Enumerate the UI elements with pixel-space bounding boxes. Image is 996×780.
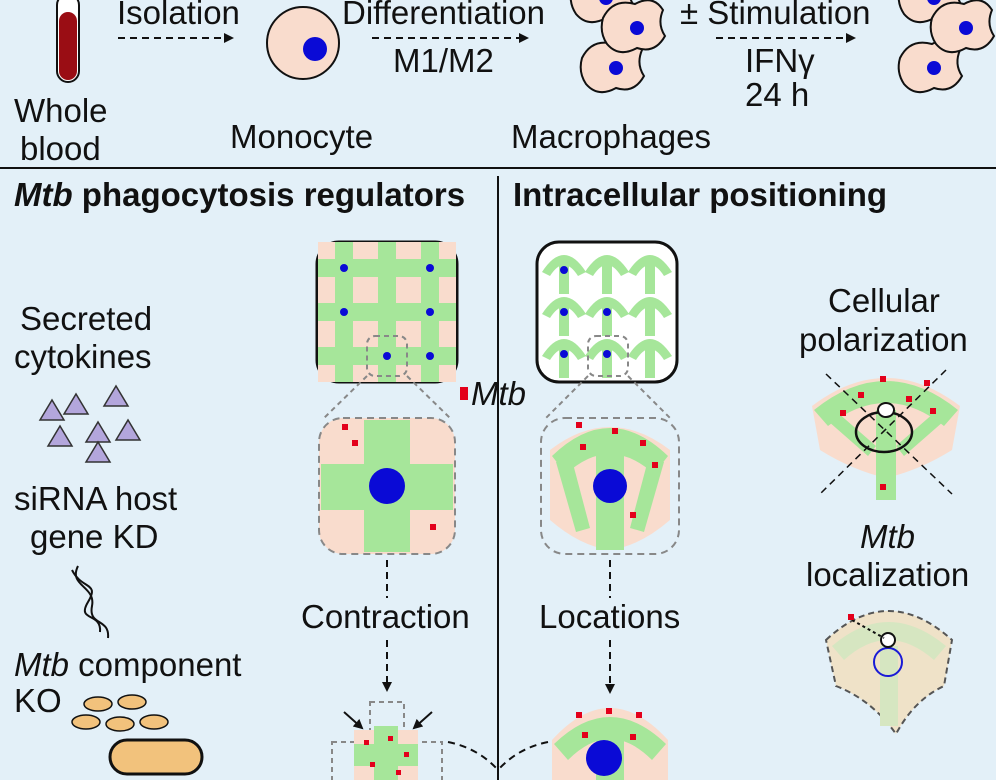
isolation-label: Isolation [117,0,240,31]
stimulation-label: ± Stimulation [680,0,871,31]
localization-cell [824,610,954,736]
zoomed-arc-cell [540,417,680,555]
merge-arc-right [497,741,549,771]
mtb-legend-label: Mtb [471,375,526,412]
stimulated-macrophages-icon [897,0,995,94]
locations-label: Locations [539,598,680,635]
plus-cell-grid [315,240,459,384]
ko-label: KO [14,682,62,719]
ifn-label: IFNγ [745,42,815,79]
localization-label: Mtb [860,518,915,555]
mtb-legend: Mtb [460,375,526,412]
zoom-lines [323,375,451,419]
component-label: Mtb component [14,646,241,683]
whole-blood-label-2: blood [20,130,101,167]
blood-tube-icon [56,0,80,83]
located-cell [552,708,668,780]
top-row: Whole blood Isolation Monocyte Different… [14,0,995,167]
monocyte-label: Monocyte [230,118,373,155]
differentiation-label: Differentiation [342,0,545,31]
secreted-label: Secreted [20,300,152,337]
right-panel-title: Intracellular positioning [513,176,887,213]
cytokines-icon [38,384,142,463]
macrophages-icon [569,0,666,94]
sirna-label: siRNA host [14,480,177,517]
right-panel: Intracellular positioning [513,176,969,780]
left-panel-title: Mtb phagocytosis regulators [14,176,465,213]
zoom-lines-right [545,375,671,419]
left-panel: Mtb phagocytosis regulators Secreted cyt… [14,176,470,780]
polarization-label-2: polarization [799,321,968,358]
contracted-cell [331,701,443,780]
polarization-label: Cellular [828,282,940,319]
gene-kd-label: gene KD [30,518,158,555]
m1m2-label: M1/M2 [393,42,494,79]
localization-label-2: localization [806,556,969,593]
rna-strand-icon [71,565,110,639]
polarization-cell [812,369,960,500]
bacteria-icon [71,694,204,776]
duration-label: 24 h [745,76,809,113]
arc-cell-grid [535,240,679,384]
merge-arc-left [447,741,499,771]
macrophages-label: Macrophages [511,118,711,155]
whole-blood-label: Whole [14,92,108,129]
zoomed-plus-cell [318,417,456,555]
cytokines-label: cytokines [14,338,152,375]
monocyte-icon [266,6,340,80]
contraction-label: Contraction [301,598,470,635]
